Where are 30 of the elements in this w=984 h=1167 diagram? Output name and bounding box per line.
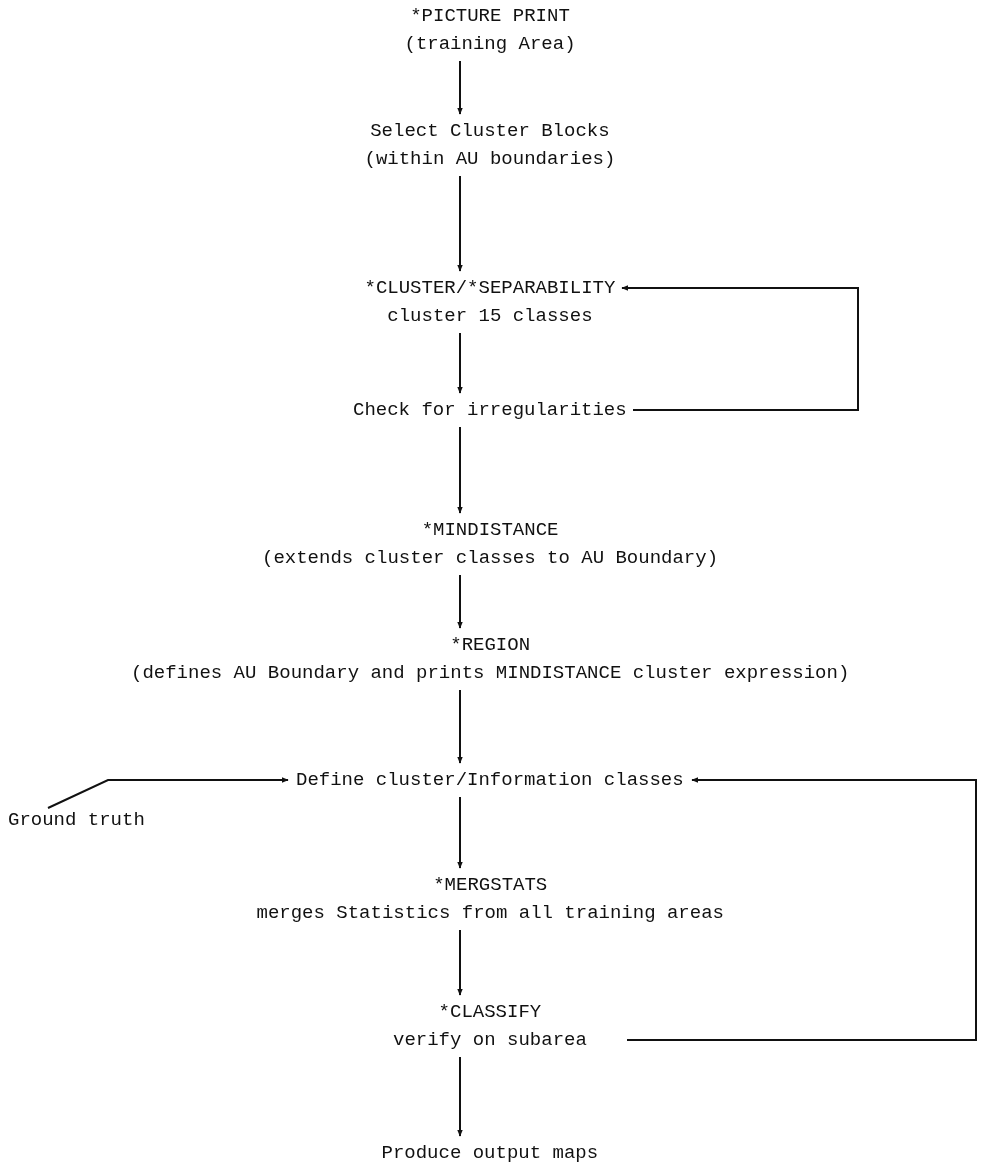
arrow <box>457 175 463 272</box>
step-description: cluster 15 classes <box>386 304 594 329</box>
step-text: Define cluster/Information classes <box>296 766 684 794</box>
arrow <box>457 929 463 996</box>
step-title: *PICTURE PRINT <box>409 4 571 29</box>
arrow <box>457 796 463 869</box>
arrow <box>457 60 463 115</box>
step-description: (training Area) <box>404 32 576 57</box>
step-text: Check for irregularities <box>353 396 627 424</box>
step-description: (defines AU Boundary and prints MINDISTANCE cluster expression) <box>131 661 850 686</box>
note-text: Ground truth <box>8 806 145 834</box>
step-text: Produce output maps <box>381 1139 599 1167</box>
connector-arrow <box>626 777 977 1041</box>
arrow <box>457 332 463 394</box>
step-title: *MINDISTANCE <box>420 518 560 543</box>
step-description: merges Statistics from all training areas <box>256 901 724 926</box>
step-description: verify on subarea <box>393 1028 587 1053</box>
step-title: *CLUSTER/*SEPARABILITY <box>364 276 616 301</box>
step-description: (extends cluster classes to AU Boundary) <box>262 546 719 571</box>
step-title: *MERGSTATS <box>432 873 549 898</box>
connector-arrow <box>47 777 289 809</box>
arrow <box>457 426 463 514</box>
step-description: (within AU boundaries) <box>364 147 616 172</box>
step-title: Select Cluster Blocks <box>369 119 611 144</box>
step-title: *CLASSIFY <box>437 1000 543 1025</box>
arrow <box>457 574 463 629</box>
connector-arrow <box>621 285 859 411</box>
arrow <box>457 689 463 764</box>
step-title: *REGION <box>449 633 532 658</box>
arrow <box>457 1056 463 1137</box>
